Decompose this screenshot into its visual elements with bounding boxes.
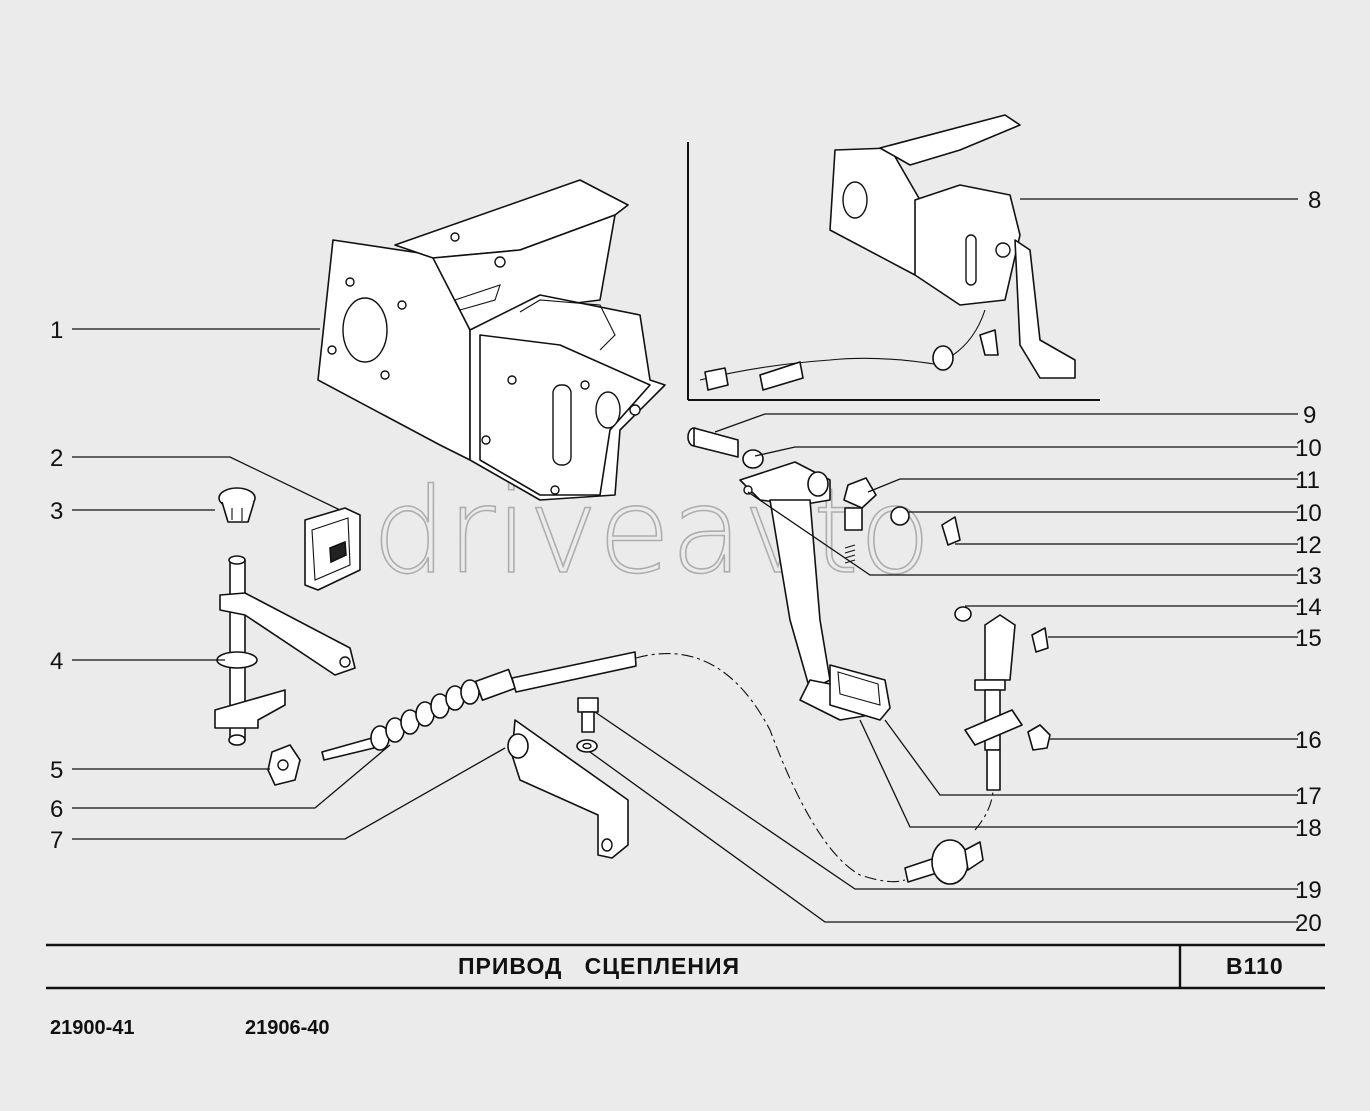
cable-grommet [904, 839, 984, 885]
callout-14: 14 [1295, 594, 1322, 621]
callout-20: 20 [1295, 910, 1322, 937]
part-3-plug [218, 487, 256, 523]
callout-15: 15 [1295, 625, 1322, 652]
title-block-frame [46, 943, 1325, 990]
callout-5: 5 [50, 757, 63, 784]
part-8-pedal-assembly-inset [687, 114, 1100, 401]
callout-16: 16 [1295, 727, 1322, 754]
part-6-clutch-cable [321, 651, 637, 761]
callout-19: 19 [1295, 877, 1322, 904]
part-20-washer [576, 739, 598, 753]
callout-10-b: 10 [1295, 500, 1322, 527]
callout-2: 2 [50, 445, 63, 472]
callout-12: 12 [1295, 532, 1322, 559]
leader-lines [72, 198, 1298, 923]
part-4-shaft-lever [214, 555, 356, 746]
part-5-bushing [267, 744, 301, 786]
part-2-pad [304, 507, 361, 591]
callout-18: 18 [1295, 815, 1322, 842]
part-18-cable-end [964, 689, 1023, 791]
part-14-nut [954, 606, 972, 622]
part-19-bolt [577, 697, 599, 733]
part-9-axle [687, 427, 739, 458]
callout-9: 9 [1303, 402, 1316, 429]
callout-6: 6 [50, 796, 63, 823]
part-17-pedal-pad-cover [974, 614, 1016, 691]
page-code: В110 [1226, 953, 1284, 979]
callout-3: 3 [50, 498, 63, 525]
diagram-title: ПРИВОД СЦЕПЛЕНИЯ [458, 953, 741, 979]
callout-10-a: 10 [1295, 435, 1322, 462]
part-1-pedal-bracket [317, 179, 666, 501]
part-16-nut [1027, 724, 1051, 751]
callout-8: 8 [1308, 187, 1321, 214]
part-13-spring [844, 544, 856, 564]
callout-7: 7 [50, 827, 63, 854]
part-10-bushing-lower [890, 506, 910, 526]
part-7-bracket [507, 719, 629, 859]
model-code-1: 21900-41 [50, 1017, 135, 1039]
part-11-clutch-pedal [739, 461, 891, 721]
callout-4: 4 [50, 648, 63, 675]
callout-numbers: 1 2 3 4 5 6 7 8 9 10 11 10 12 13 14 15 1… [50, 187, 1322, 937]
callout-17: 17 [1295, 783, 1322, 810]
callout-11: 11 [1295, 467, 1320, 494]
model-code-2: 21906-40 [245, 1017, 330, 1039]
part-15-clip [1031, 627, 1049, 653]
watermark: driveavto [372, 462, 931, 600]
callout-1: 1 [50, 317, 63, 344]
callout-13: 13 [1295, 563, 1322, 590]
part-10-bushing-upper [742, 449, 764, 469]
part-12-clip [941, 516, 961, 546]
cable-route-line [635, 653, 906, 883]
